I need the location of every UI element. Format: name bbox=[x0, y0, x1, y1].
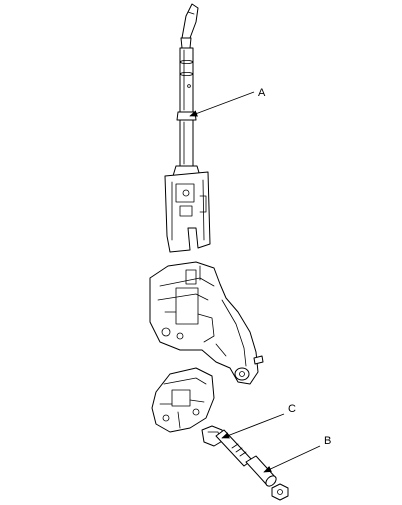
bushing-b bbox=[245, 455, 277, 487]
callout-b: B bbox=[263, 435, 331, 473]
callout-b-label: B bbox=[324, 435, 331, 447]
lever-fork-bracket bbox=[164, 171, 211, 253]
callout-b-leader bbox=[263, 445, 321, 473]
shift-lever-assembly bbox=[172, 3, 201, 177]
callout-a-leader bbox=[189, 91, 255, 117]
lever-collar bbox=[176, 111, 197, 121]
lever-housing bbox=[149, 261, 264, 385]
lever-upper-rod bbox=[179, 47, 194, 113]
lever-knob-tip bbox=[181, 3, 199, 39]
bolt-c bbox=[201, 425, 253, 467]
lever-neck bbox=[180, 37, 192, 49]
callout-c-leader bbox=[221, 413, 285, 439]
bolt-shank bbox=[215, 429, 253, 467]
lever-lower-rod bbox=[179, 119, 194, 167]
callout-a-label: A bbox=[258, 87, 266, 99]
lower-bushing-block bbox=[151, 367, 215, 433]
callout-a: A bbox=[189, 87, 266, 117]
nut bbox=[271, 483, 289, 501]
callout-c: C bbox=[221, 403, 296, 439]
callout-c-label: C bbox=[288, 403, 296, 415]
